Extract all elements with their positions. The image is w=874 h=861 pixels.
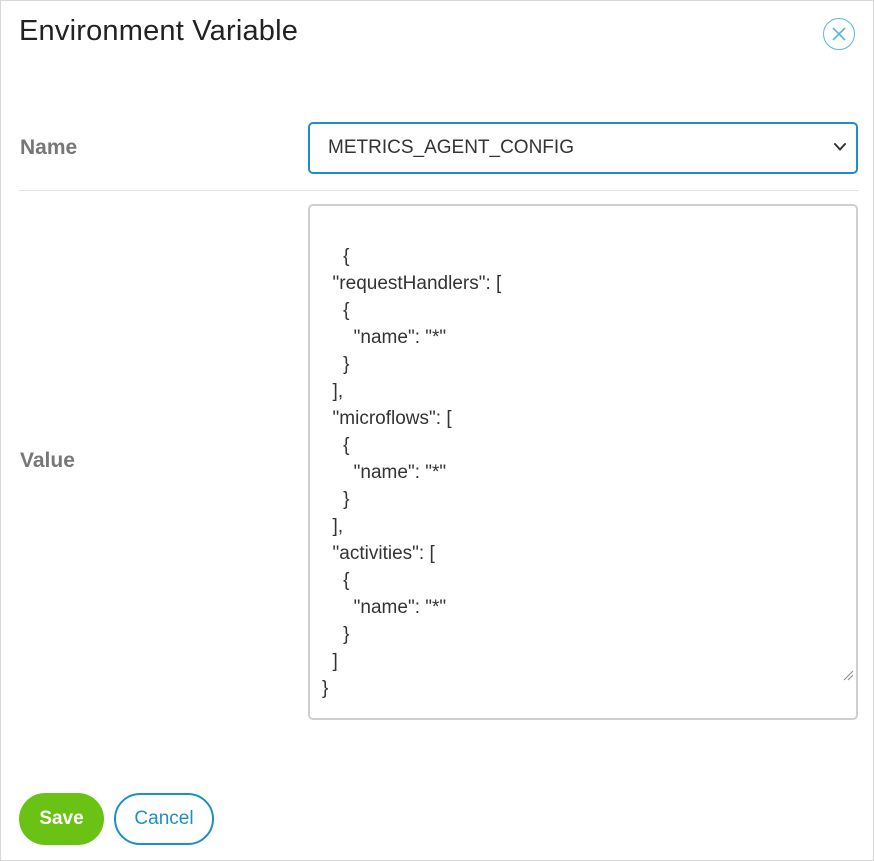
close-button[interactable]: [823, 18, 855, 50]
form-divider: [19, 190, 858, 191]
value-label: Value: [20, 449, 75, 472]
close-icon: [832, 27, 846, 41]
chevron-down-icon: [832, 139, 848, 161]
name-select-value: METRICS_AGENT_CONFIG: [328, 137, 574, 158]
name-label: Name: [20, 136, 78, 159]
name-select[interactable]: METRICS_AGENT_CONFIG: [308, 122, 858, 174]
resize-grip-icon[interactable]: [810, 635, 854, 716]
save-button[interactable]: Save: [19, 793, 104, 845]
value-textarea[interactable]: { "requestHandlers": [ { "name": "*" } ]…: [308, 204, 858, 720]
value-text: { "requestHandlers": [ { "name": "*" } ]…: [322, 246, 502, 699]
cancel-button[interactable]: Cancel: [114, 793, 214, 845]
dialog-title: Environment Variable: [19, 15, 299, 47]
